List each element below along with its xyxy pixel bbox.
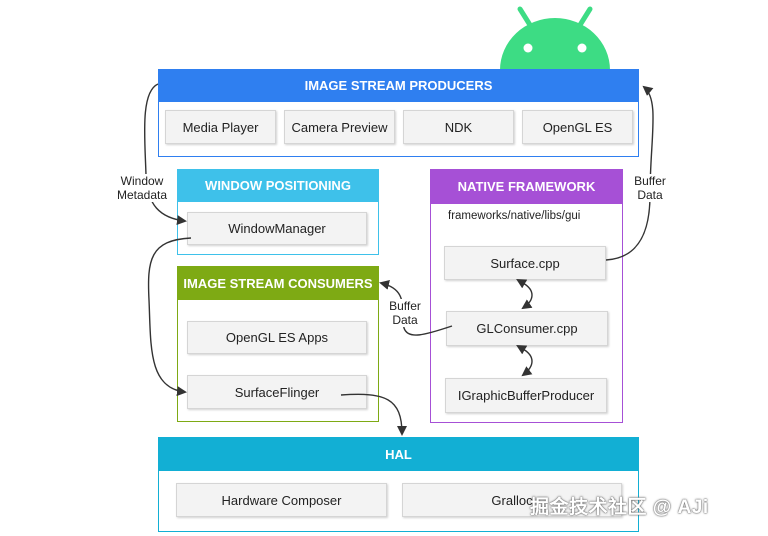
opengl-es-box: OpenGL ES bbox=[522, 110, 633, 144]
android-robot-icon bbox=[500, 6, 610, 70]
surfaceflinger-to-hal-arrow bbox=[340, 393, 407, 436]
native-framework-title: NATIVE FRAMEWORK bbox=[457, 179, 596, 194]
media-player-box: Media Player bbox=[165, 110, 276, 144]
image-stream-consumers-header: IMAGE STREAM CONSUMERS bbox=[177, 266, 379, 300]
surfaceflinger-box: SurfaceFlinger bbox=[187, 375, 367, 409]
window-positioning-title: WINDOW POSITIONING bbox=[205, 178, 351, 193]
watermark: 掘金技术社区 @ AJi bbox=[530, 497, 709, 518]
image-stream-producers-title: IMAGE STREAM PRODUCERS bbox=[304, 78, 493, 93]
opengl-es-apps-box: OpenGL ES Apps bbox=[187, 321, 367, 354]
igraphicbufferproducer-box: IGraphicBufferProducer bbox=[445, 378, 607, 413]
hal-header: HAL bbox=[158, 437, 639, 471]
glconsumer-cpp-box: GLConsumer.cpp bbox=[446, 311, 608, 346]
image-stream-consumers-title: IMAGE STREAM CONSUMERS bbox=[183, 275, 373, 291]
glconsumer-igbp-arrow bbox=[516, 344, 533, 377]
window-manager-box: WindowManager bbox=[187, 212, 367, 245]
hal-title: HAL bbox=[385, 446, 412, 462]
image-stream-producers-header: IMAGE STREAM PRODUCERS bbox=[158, 69, 639, 102]
surface-glconsumer-arrow bbox=[516, 278, 533, 310]
buffer-data-consumers-arrow bbox=[379, 280, 453, 336]
camera-preview-box: Camera Preview bbox=[284, 110, 395, 144]
ndk-box: NDK bbox=[403, 110, 514, 144]
gralloc-box: Gralloc bbox=[402, 483, 622, 517]
native-framework-path: frameworks/native/libs/gui bbox=[448, 210, 581, 222]
native-framework-header: NATIVE FRAMEWORK bbox=[430, 169, 623, 204]
windowmanager-to-surfaceflinger-arrow bbox=[147, 237, 192, 397]
window-positioning-header: WINDOW POSITIONING bbox=[177, 169, 379, 202]
hardware-composer-box: Hardware Composer bbox=[176, 483, 387, 517]
